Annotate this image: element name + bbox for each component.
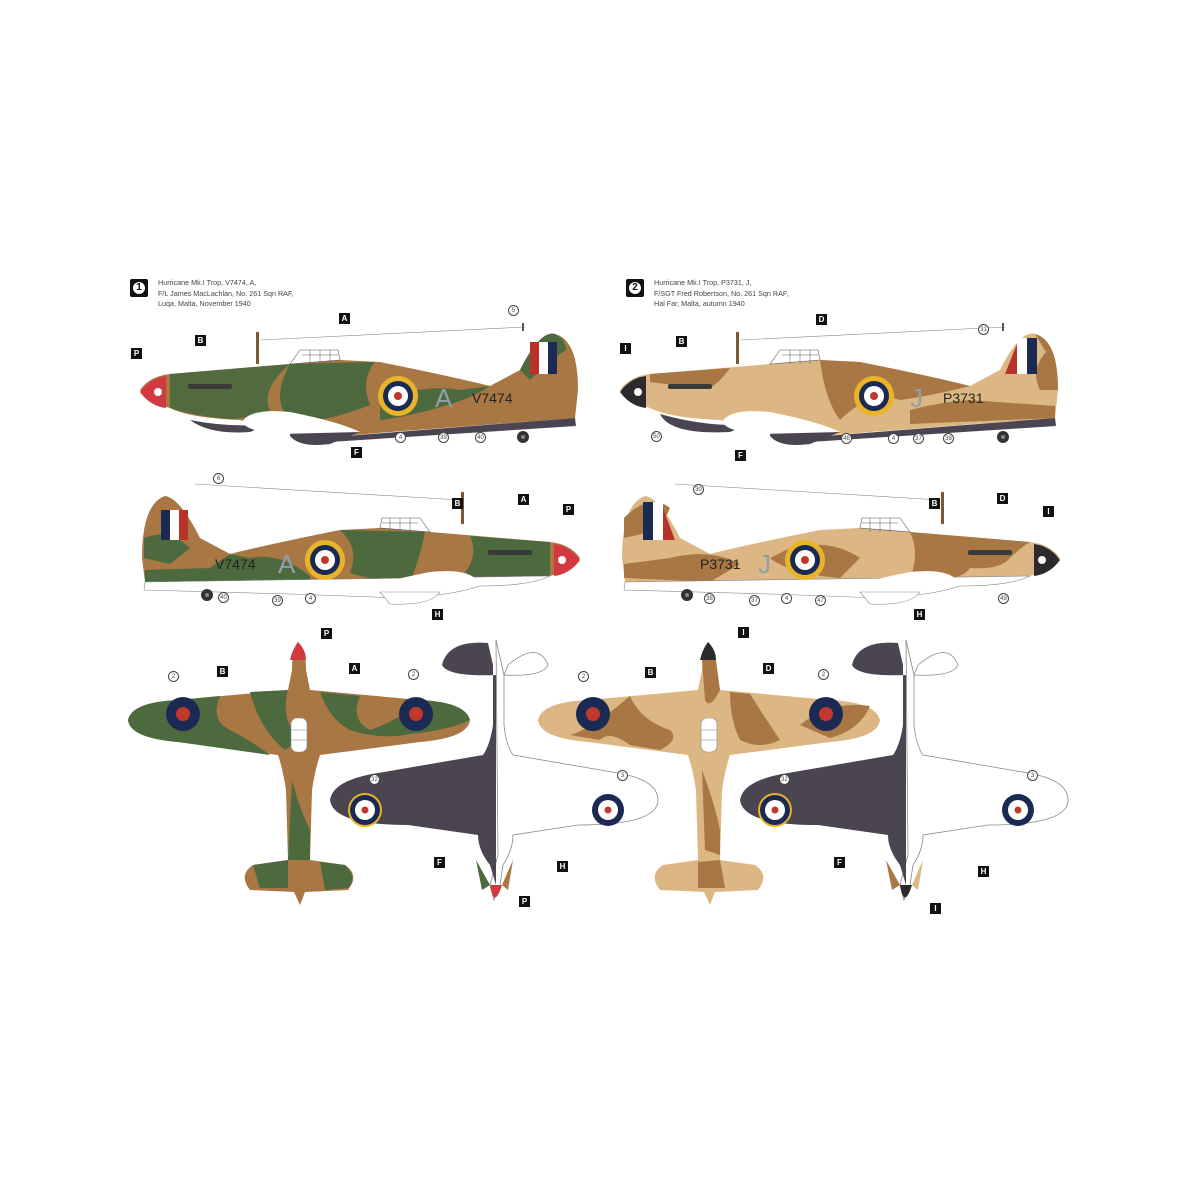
profile-2-bottom-view — [740, 639, 1069, 902]
label-B: B — [929, 498, 940, 509]
callout-38: 38 — [704, 593, 715, 604]
label-P: P — [563, 504, 574, 515]
profile-2-right-side-view: J P3731 — [622, 483, 1060, 605]
profile-1-left-side-view: A V7474 — [140, 323, 578, 445]
callout-3: 3 — [617, 770, 628, 781]
callout-6: 6 — [213, 473, 224, 484]
caption-line: F/SGT Fred Robertson, No. 261 Sqn RAF, — [654, 288, 789, 298]
label-B: B — [676, 336, 687, 347]
callout-32: 32 — [369, 774, 380, 785]
label-H: H — [978, 866, 989, 877]
callout-5: 5 — [508, 305, 519, 316]
callout-2: 2 — [818, 669, 829, 680]
callout-46: 46 — [841, 433, 852, 444]
label-F: F — [834, 857, 845, 868]
caption-line: F/L James MacLachlan, No. 261 Sqn RAF, — [158, 288, 294, 298]
label-D: D — [763, 663, 774, 674]
label-I: I — [1043, 506, 1054, 517]
callout-37: 37 — [913, 433, 924, 444]
callout-4: 4 — [395, 432, 406, 443]
serial-number: P3731 — [700, 556, 741, 572]
label-B: B — [452, 498, 463, 509]
profile-2-left-side-view: J P3731 — [620, 323, 1058, 445]
label-B: B — [217, 666, 228, 677]
profile-number-badge: 2 — [626, 279, 644, 297]
label-B: B — [645, 667, 656, 678]
label-I: I — [738, 627, 749, 638]
serial-number: P3731 — [943, 390, 984, 406]
profile-1-right-side-view: A V7474 — [142, 483, 580, 605]
label-A: A — [339, 313, 350, 324]
code-letter: J — [910, 383, 923, 413]
caption-line: Hurricane Mk.I Trop, P3731, J, — [654, 278, 752, 287]
label-H: H — [432, 609, 443, 620]
label-F: F — [434, 857, 445, 868]
callout-3: 3 — [1027, 770, 1038, 781]
code-letter: A — [435, 383, 453, 413]
callout-40: 40 — [475, 432, 486, 443]
label-H: H — [914, 609, 925, 620]
caption-line: Hal Far, Malta, autumn 1940 — [654, 299, 745, 309]
label-P: P — [519, 896, 530, 907]
callout-47: 47 — [815, 595, 826, 606]
callout-4: 4 — [888, 433, 899, 444]
profile-1-caption: 1 Hurricane Mk.I Trop, V7474, A, F/L Jam… — [130, 278, 294, 310]
serial-number: V7474 — [472, 390, 513, 406]
profile-1-bottom-view — [330, 639, 659, 902]
label-B: B — [195, 335, 206, 346]
callout-32: 32 — [779, 774, 790, 785]
callout-30: 30 — [693, 484, 704, 495]
label-I: I — [930, 903, 941, 914]
code-letter: J — [758, 549, 771, 579]
callout-40: 40 — [218, 592, 229, 603]
caption-line: Luqa, Malta, November 1940 — [158, 299, 251, 309]
label-F: F — [735, 450, 746, 461]
label-H: H — [557, 861, 568, 872]
callout-4: 4 — [781, 593, 792, 604]
label-I: I — [620, 343, 631, 354]
callout-38: 38 — [943, 433, 954, 444]
callout-2: 2 — [578, 671, 589, 682]
label-P: P — [321, 628, 332, 639]
label-A: A — [518, 494, 529, 505]
label-D: D — [997, 493, 1008, 504]
label-F: F — [351, 447, 362, 458]
label-A: A — [349, 663, 360, 674]
callout-39: 39 — [438, 432, 449, 443]
profile-2-top-view — [538, 642, 880, 905]
callout-4: 4 — [305, 593, 316, 604]
callout-2: 2 — [168, 671, 179, 682]
callout-37: 37 — [749, 595, 760, 606]
label-P: P — [131, 348, 142, 359]
caption-line: Hurricane Mk.I Trop, V7474, A, — [158, 278, 257, 287]
callout-2: 2 — [408, 669, 419, 680]
profile-number-badge: 1 — [130, 279, 148, 297]
callout-49: 49 — [998, 593, 1009, 604]
profile-1-top-view — [128, 642, 470, 905]
callout-39: 39 — [272, 595, 283, 606]
callout-50: 50 — [651, 431, 662, 442]
callout-31: 31 — [978, 324, 989, 335]
profile-2-caption: 2 Hurricane Mk.I Trop, P3731, J, F/SGT F… — [626, 278, 789, 310]
code-letter: A — [278, 549, 296, 579]
serial-number: V7474 — [215, 556, 256, 572]
label-D: D — [816, 314, 827, 325]
